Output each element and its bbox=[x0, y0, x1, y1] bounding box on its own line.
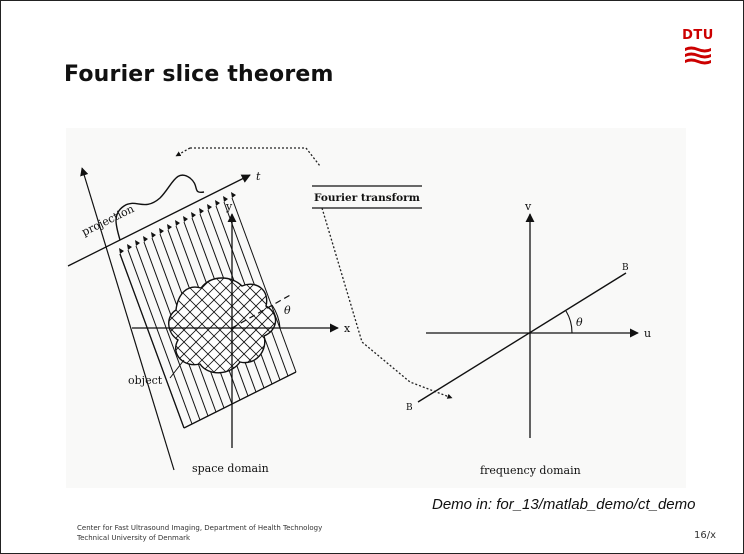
b-label-top: B bbox=[622, 263, 629, 273]
y-axis-label: y bbox=[225, 200, 233, 213]
dtu-logo-text: DTU bbox=[682, 28, 714, 43]
dashed-rotated-axis bbox=[231, 293, 293, 329]
demo-note: Demo in: for_13/matlab_demo/ct_demo bbox=[432, 496, 696, 513]
theta-label-left: θ bbox=[284, 304, 291, 317]
page-number: 16/x bbox=[694, 530, 717, 541]
x-axis-label: x bbox=[344, 322, 351, 335]
object-shape bbox=[168, 277, 277, 374]
projection-label: projection bbox=[80, 202, 137, 239]
u-axis-label: u bbox=[644, 327, 651, 340]
footer: Center for Fast Ultrasound Imaging, Depa… bbox=[77, 524, 322, 543]
dotted-connector-arrowhead bbox=[175, 147, 191, 157]
fourier-slice-diagram: projection t y x θ object space domain F… bbox=[66, 128, 686, 488]
footer-line-1: Center for Fast Ultrasound Imaging, Depa… bbox=[77, 524, 323, 532]
s-axis bbox=[80, 167, 175, 471]
dtu-logo-mark bbox=[685, 46, 711, 65]
space-domain-label: space domain bbox=[192, 462, 269, 475]
dotted-connector-bottom bbox=[321, 207, 453, 399]
object-label: object bbox=[128, 374, 163, 387]
frequency-domain-label: frequency domain bbox=[480, 464, 581, 477]
dtu-logo: DTU bbox=[682, 28, 714, 72]
slide-title: Fourier slice theorem bbox=[64, 62, 334, 87]
ray-arrowheads bbox=[119, 192, 236, 254]
theta-arc-left bbox=[271, 304, 281, 329]
dotted-connector-top bbox=[190, 147, 321, 167]
theta-label-right: θ bbox=[576, 316, 583, 329]
theta-arc-right bbox=[565, 310, 573, 334]
projection-curve bbox=[115, 174, 205, 241]
diagram-svg: projection t y x θ object space domain F… bbox=[67, 147, 651, 477]
fourier-transform-label: Fourier transform bbox=[314, 192, 420, 204]
t-axis-label: t bbox=[256, 170, 261, 183]
v-axis-label: v bbox=[524, 200, 532, 213]
footer-line-2: Technical University of Denmark bbox=[77, 533, 191, 542]
t-axis bbox=[67, 174, 251, 267]
beam-boundary-bottom bbox=[183, 371, 297, 429]
object-pointer bbox=[169, 359, 185, 379]
slice-line-bb bbox=[417, 272, 627, 403]
beam-boundary-left bbox=[119, 253, 185, 429]
b-label-bottom: B bbox=[406, 403, 413, 413]
